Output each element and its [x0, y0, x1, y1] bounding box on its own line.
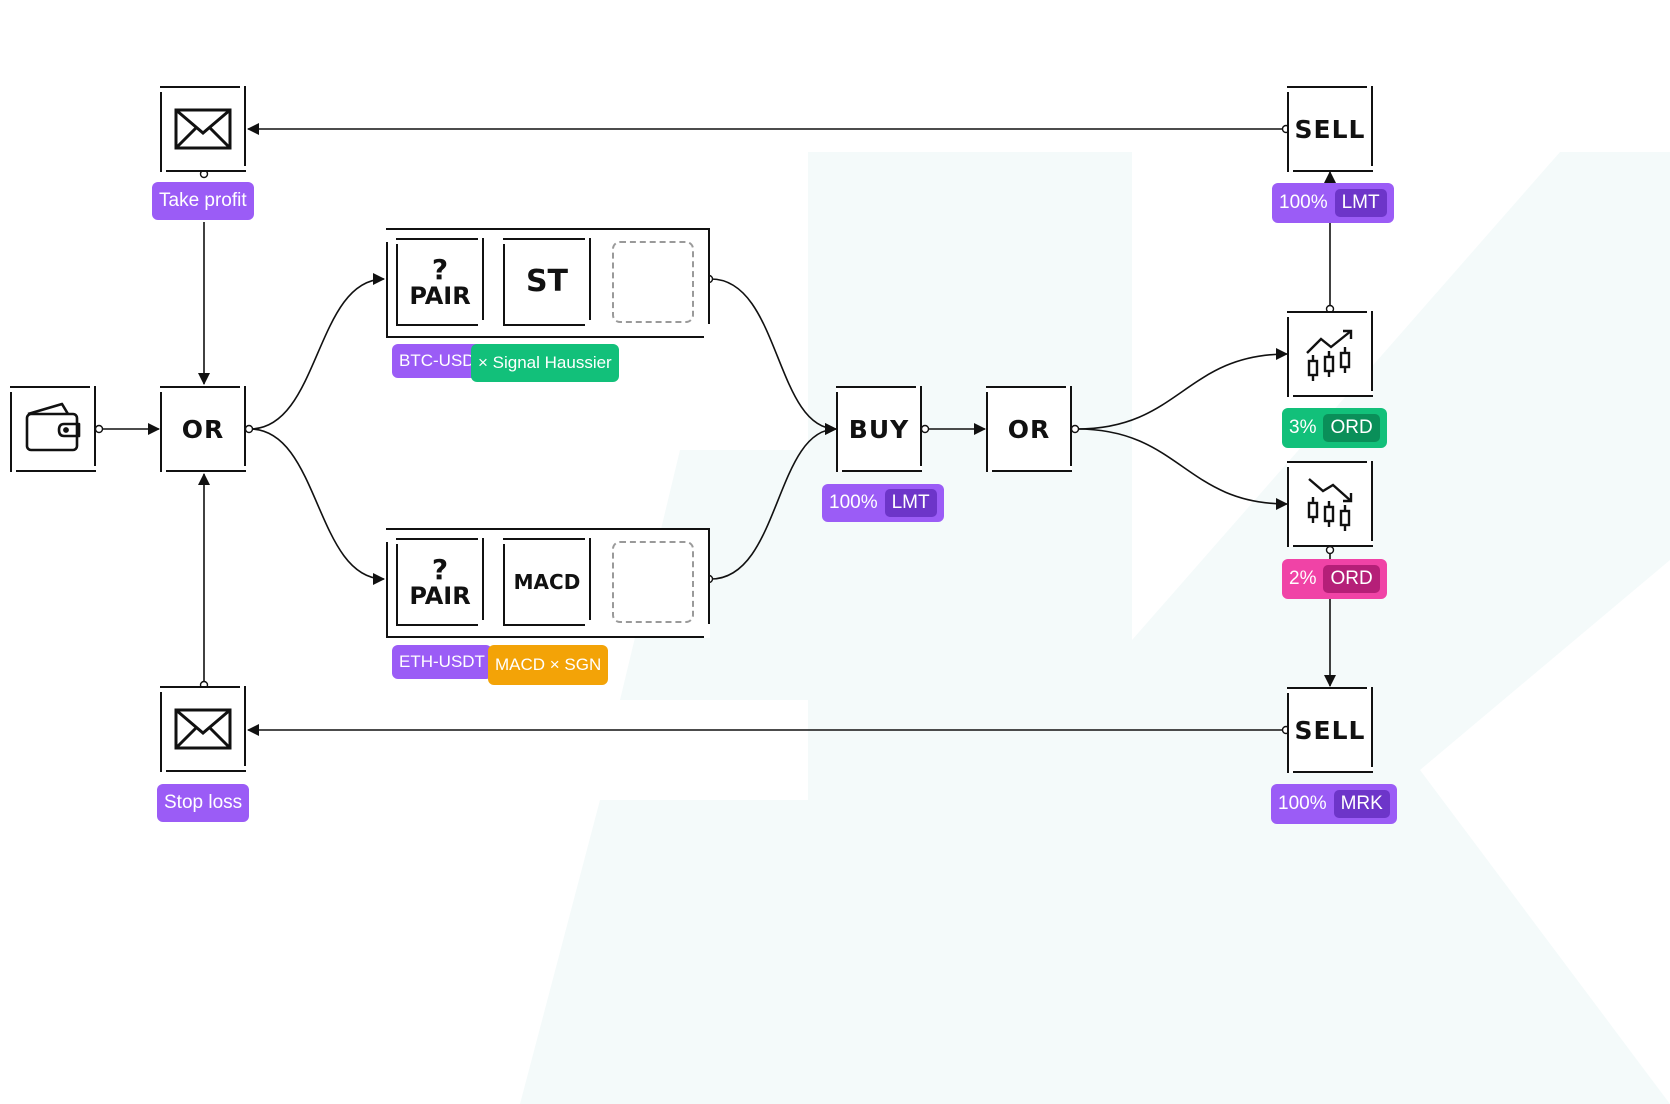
pair-slot[interactable]: ? PAIR [396, 538, 484, 626]
sell-bottom-percent: 100% [1278, 793, 1327, 814]
envelope-icon [174, 708, 232, 750]
buy-node[interactable]: BUY [836, 386, 922, 472]
buy-amount-tag: 100% LMT [822, 484, 944, 522]
buy-order-type: LMT [884, 489, 937, 517]
strategy-group-bottom[interactable]: ? PAIR MACD [386, 528, 710, 638]
chart-up-percent: 3% [1289, 417, 1317, 438]
indicator-label: MACD [513, 570, 581, 594]
pair-label: PAIR [409, 282, 471, 310]
sell-label: SELL [1294, 114, 1366, 144]
or-label: OR [181, 414, 225, 444]
indicator-label: ST [525, 264, 569, 299]
wallet-node[interactable] [10, 386, 96, 472]
question-mark-icon: ? [431, 553, 449, 586]
chart-up-order-type: ORD [1323, 414, 1380, 442]
sell-node-bottom[interactable]: SELL [1287, 687, 1373, 773]
edge-or-chart-down [1076, 428, 1288, 510]
email-node-bottom[interactable] [160, 686, 246, 772]
indicator-slot[interactable]: ST [503, 238, 591, 326]
or-label: OR [1007, 414, 1051, 444]
pair-label: PAIR [409, 582, 471, 610]
wallet-icon [25, 402, 81, 452]
chart-down-node[interactable] [1287, 461, 1373, 547]
strategy-group-top[interactable]: ? PAIR ST [386, 228, 710, 338]
take-profit-tag: Take profit [152, 182, 254, 220]
sell-bottom-tag: 100% MRK [1271, 784, 1397, 824]
sell-top-tag: 100% LMT [1272, 183, 1394, 223]
edge-bottom-group-buy [710, 423, 837, 580]
sell-bottom-order-type: MRK [1333, 790, 1390, 818]
chart-up-node[interactable] [1287, 311, 1373, 397]
signal-tag-bottom: MACD × SGN [488, 645, 609, 685]
chart-down-tag: 2% ORD [1282, 559, 1387, 599]
indicator-slot[interactable]: MACD [503, 538, 591, 626]
chart-up-tag: 3% ORD [1282, 408, 1387, 448]
edge-top-group-buy [710, 278, 837, 435]
pair-tag-btc: BTC-USD [392, 344, 482, 378]
envelope-icon [174, 108, 232, 150]
pair-tag-eth: ETH-USDT [392, 645, 492, 679]
sell-node-top[interactable]: SELL [1287, 86, 1373, 172]
question-mark-icon: ? [431, 253, 449, 286]
candlestick-up-icon [1306, 329, 1353, 381]
stop-loss-tag: Stop loss [157, 784, 250, 822]
sell-label: SELL [1294, 715, 1366, 745]
buy-percent: 100% [829, 492, 878, 513]
candlestick-down-icon [1307, 478, 1353, 531]
buy-label: BUY [848, 414, 910, 444]
sell-top-order-type: LMT [1334, 189, 1387, 217]
signal-tag-top: × Signal Haussier [471, 344, 619, 382]
chart-down-percent: 2% [1289, 568, 1317, 589]
pair-slot[interactable]: ? PAIR [396, 238, 484, 326]
chart-down-order-type: ORD [1323, 565, 1380, 593]
empty-slot[interactable] [612, 541, 694, 623]
edge-or-bottom-group [249, 428, 385, 585]
or-node-left[interactable]: OR [160, 386, 246, 472]
email-node-top[interactable] [160, 86, 246, 172]
edge-or-chart-up [1076, 348, 1288, 430]
edge-or-top-group [249, 273, 385, 430]
or-node-right[interactable]: OR [986, 386, 1072, 472]
sell-top-percent: 100% [1279, 192, 1328, 213]
empty-slot[interactable] [612, 241, 694, 323]
